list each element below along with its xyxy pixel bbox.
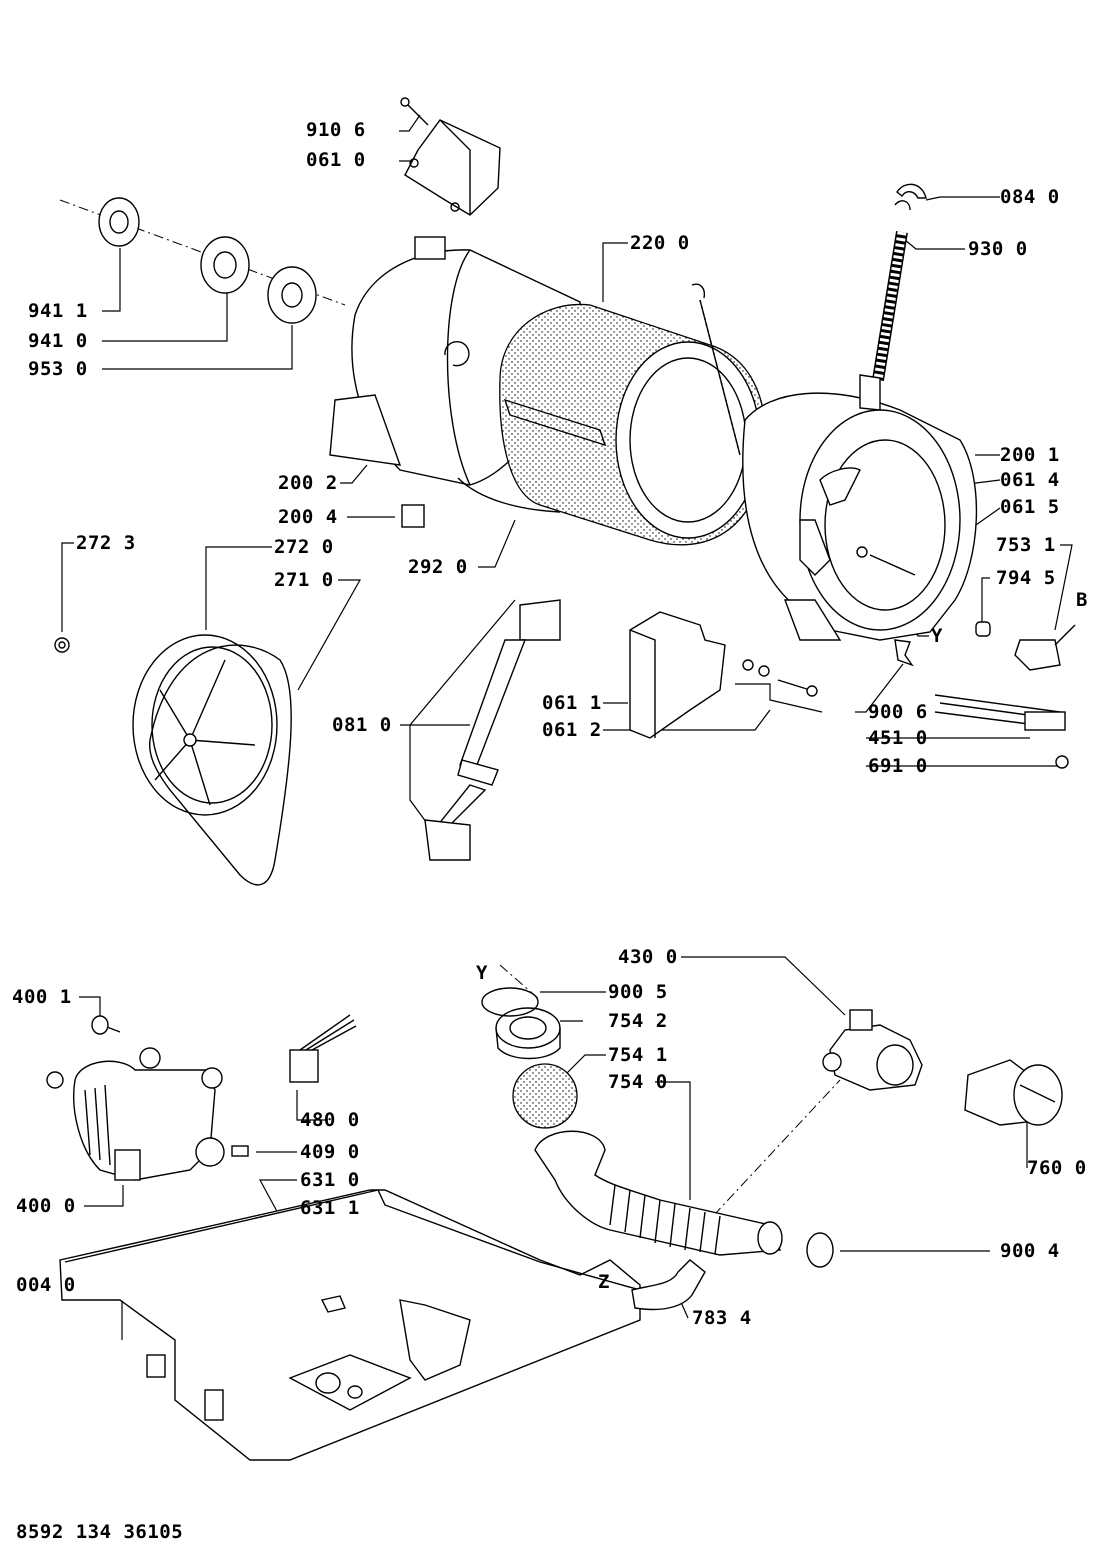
callout-220-0: 220 0 <box>630 232 690 254</box>
callout-272-0: 272 0 <box>274 536 334 558</box>
seal-754-2 <box>495 1007 561 1060</box>
clamp-900-4 <box>806 1232 834 1268</box>
callout-061-1: 061 1 <box>542 692 602 714</box>
callout-754-1: 754 1 <box>608 1044 668 1066</box>
callout-y-lower: Y <box>476 962 488 984</box>
callout-081-0: 081 0 <box>332 714 392 736</box>
callout-409-0: 409 0 <box>300 1141 360 1163</box>
motor-400-0 <box>46 1047 225 1181</box>
nut-272-3 <box>54 637 70 653</box>
callout-004-0: 004 0 <box>16 1274 76 1296</box>
pulley-272-0 <box>132 634 278 816</box>
screw-910-6 <box>400 97 429 126</box>
callout-292-0: 292 0 <box>408 556 468 578</box>
counterweight-061-1 <box>629 611 726 739</box>
callout-y-upper: Y <box>931 625 943 647</box>
callout-200-2: 200 2 <box>278 472 338 494</box>
callout-451-0: 451 0 <box>868 727 928 749</box>
callout-200-4: 200 4 <box>278 506 338 528</box>
callout-b: B <box>1076 589 1088 611</box>
callout-900-6: 900 6 <box>868 701 928 723</box>
callout-061-4: 061 4 <box>1000 469 1060 491</box>
pump-430-0 <box>822 1009 923 1091</box>
callout-631-1: 631 1 <box>300 1197 360 1219</box>
bearings <box>98 197 317 324</box>
filter-760-0 <box>964 1059 1063 1126</box>
callout-941-1: 941 1 <box>28 300 88 322</box>
callout-430-0: 430 0 <box>618 946 678 968</box>
spring-left <box>691 283 741 456</box>
shock-absorbers-081-0 <box>424 599 561 861</box>
callout-941-0: 941 0 <box>28 330 88 352</box>
callout-910-6: 910 6 <box>306 119 366 141</box>
ball-754-1 <box>512 1063 578 1129</box>
callout-084-0: 084 0 <box>1000 186 1060 208</box>
callout-271-0: 271 0 <box>274 569 334 591</box>
sensor-753-1 <box>1014 624 1076 671</box>
brush-400-1 <box>91 1015 121 1035</box>
ntc-794-5 <box>975 621 991 637</box>
bracket-061-0 <box>404 119 501 216</box>
base-tray-004-0 <box>59 1189 641 1461</box>
callout-753-1: 753 1 <box>996 534 1056 556</box>
callout-061-5: 061 5 <box>1000 496 1060 518</box>
callout-760-0: 760 0 <box>1027 1157 1087 1179</box>
callout-691-0: 691 0 <box>868 755 928 777</box>
connector-409-0 <box>231 1145 249 1157</box>
callout-794-5: 794 5 <box>996 567 1056 589</box>
drum-220-0 <box>499 303 767 546</box>
document-number: 8592 134 36105 <box>16 1521 184 1543</box>
callout-930-0: 930 0 <box>968 238 1028 260</box>
spring-930-0 <box>872 200 911 381</box>
clip-200-4 <box>401 504 425 528</box>
belt-271-0 <box>148 644 292 886</box>
callout-200-1: 200 1 <box>1000 444 1060 466</box>
callout-900-4: 900 4 <box>1000 1240 1060 1262</box>
front-tub-200-1 <box>742 374 978 641</box>
heater-451-0 <box>934 694 1066 731</box>
callout-061-2: 061 2 <box>542 719 602 741</box>
callout-061-0: 061 0 <box>306 149 366 171</box>
callout-754-2: 754 2 <box>608 1010 668 1032</box>
hook-084-0 <box>896 183 927 199</box>
callout-z: Z <box>598 1271 610 1293</box>
drain-hose-754-0 <box>534 1130 783 1256</box>
clip-900-6 <box>894 639 914 667</box>
callout-400-0: 400 0 <box>16 1195 76 1217</box>
callout-631-0: 631 0 <box>300 1169 360 1191</box>
callout-400-1: 400 1 <box>12 986 72 1008</box>
callout-783-4: 783 4 <box>692 1307 752 1329</box>
nut-691-0 <box>1055 755 1069 769</box>
callout-754-0: 754 0 <box>608 1071 668 1093</box>
callout-480-0: 480 0 <box>300 1109 360 1131</box>
hose-783-4 <box>631 1259 706 1311</box>
wiring-480-0 <box>289 1014 357 1083</box>
callout-272-3: 272 3 <box>76 532 136 554</box>
callout-900-5: 900 5 <box>608 981 668 1003</box>
ring-900-5 <box>481 987 539 1017</box>
callout-953-0: 953 0 <box>28 358 88 380</box>
bolt-set-061-2 <box>742 659 818 697</box>
